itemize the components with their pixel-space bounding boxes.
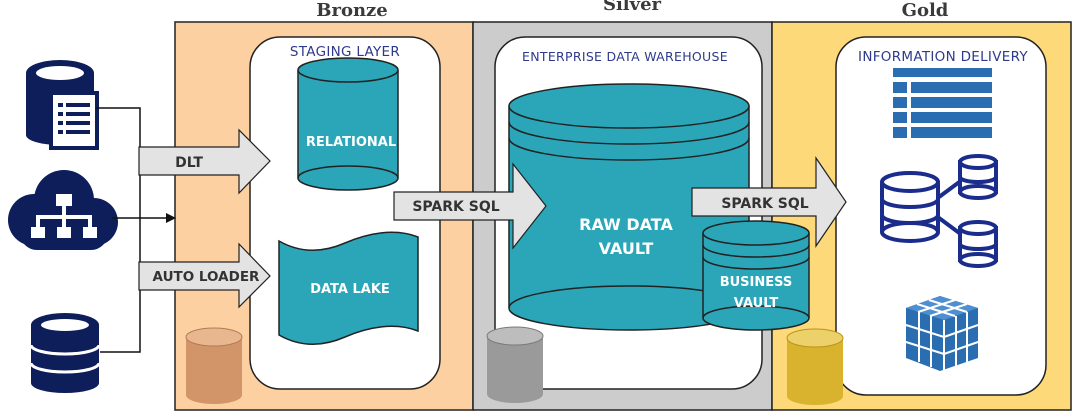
edw-title: ENTERPRISE DATA WAREHOUSE [522, 49, 728, 64]
silver-zone-title: Silver [603, 0, 662, 15]
data-lake-shape [278, 231, 419, 345]
dlt-arrow [138, 128, 271, 195]
spark-sql-label-1: SPARK SQL [412, 199, 499, 215]
database-document-icon [26, 60, 99, 150]
raw-data-vault-label-line1: RAW DATA [579, 215, 673, 234]
business-vault-label-line1: BUSINESS [720, 275, 793, 290]
spark-sql-arrow-1 [393, 162, 547, 250]
source2-arrowhead [166, 213, 176, 223]
gold-zone-title: Gold [902, 0, 949, 21]
staging-layer-title: STAGING LAYER [290, 44, 400, 60]
silver-cylinder-icon [486, 326, 544, 403]
connected-databases-icon [880, 154, 998, 268]
spark-sql-label-2: SPARK SQL [721, 196, 808, 212]
source1-connector [96, 107, 141, 353]
business-vault-label-line2: VAULT [734, 296, 779, 311]
auto-loader-label: AUTO LOADER [153, 269, 260, 285]
gold-cylinder-icon [786, 328, 844, 405]
data-lake-label: DATA LAKE [310, 282, 390, 297]
database-icon [29, 313, 101, 393]
business-vault-cylinder [702, 220, 810, 331]
relational-label: RELATIONAL [306, 135, 396, 150]
relational-cylinder [297, 57, 399, 191]
table-list-icon [893, 68, 992, 138]
information-delivery-title: INFORMATION DELIVERY [858, 49, 1028, 65]
auto-loader-arrow [138, 242, 271, 309]
raw-data-vault-label-line2: VAULT [599, 239, 654, 258]
cloud-network-icon [8, 170, 118, 250]
bronze-zone-title: Bronze [316, 0, 387, 21]
spark-sql-arrow-2 [691, 156, 847, 248]
data-cube-icon [905, 296, 979, 371]
bronze-cylinder-icon [185, 327, 243, 404]
dlt-label: DLT [175, 155, 203, 171]
